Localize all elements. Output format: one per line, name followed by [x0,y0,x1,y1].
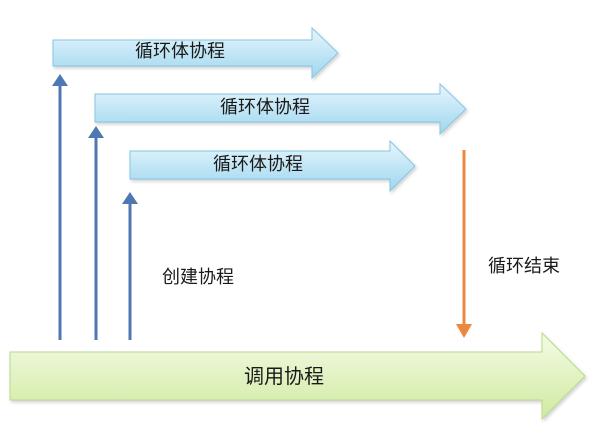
create-coroutine-label: 创建协程 [162,267,234,288]
main-call-arrow [9,331,586,421]
loop-end-label: 循环结束 [488,256,560,277]
loop-arrow-1 [52,26,339,80]
create-arrow-3 [122,192,138,340]
loop-end-arrow [456,150,472,338]
loop-arrow-3-label: 循环体协程 [213,154,303,175]
loop-arrow-1-label: 循环体协程 [135,41,225,62]
loop-arrow-2 [94,82,467,136]
create-arrow-1 [52,74,68,340]
main-arrow-label: 调用协程 [244,364,324,388]
loop-arrow-3 [129,139,416,193]
loop-arrow-2-label: 循环体协程 [220,97,310,118]
create-arrow-2 [88,126,104,340]
